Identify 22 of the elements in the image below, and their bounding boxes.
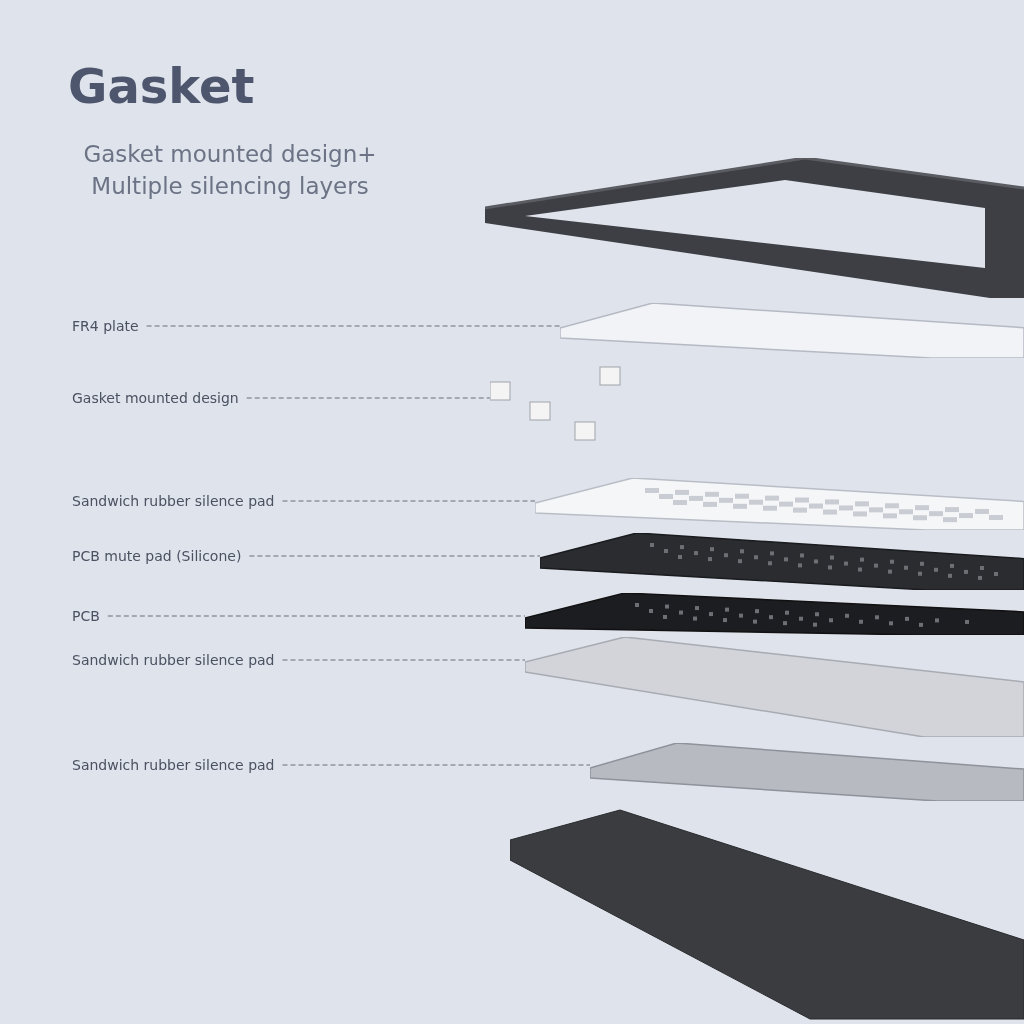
circuit-board-drawing [525,593,1024,635]
leader-line [246,397,491,399]
leader-line [146,325,561,327]
leader-line [248,555,541,557]
mute-pad-drawing [540,533,1024,590]
part-label: Sandwich rubber silence pad [72,757,275,773]
title: Gasket [68,58,255,114]
leader-line [281,500,536,502]
part-label: Sandwich rubber silence pad [72,652,275,668]
part-label: Sandwich rubber silence pad [72,493,275,509]
subtitle: Gasket mounted design+ Multiple silencing layers [82,140,378,201]
part-label: PCB [72,608,100,624]
foam-pad-drawing [535,478,1024,530]
leader-line [281,659,526,661]
part-label: FR4 plate [72,318,139,334]
rubber-pad-drawing [525,637,1024,737]
rubber-pad-drawing [590,743,1024,801]
leader-line [107,615,526,617]
part-label: Gasket mounted design [72,390,239,406]
part-label: PCB mute pad (Silicone) [72,548,242,564]
key-plate-drawing [560,303,1024,358]
leader-line [281,764,591,766]
